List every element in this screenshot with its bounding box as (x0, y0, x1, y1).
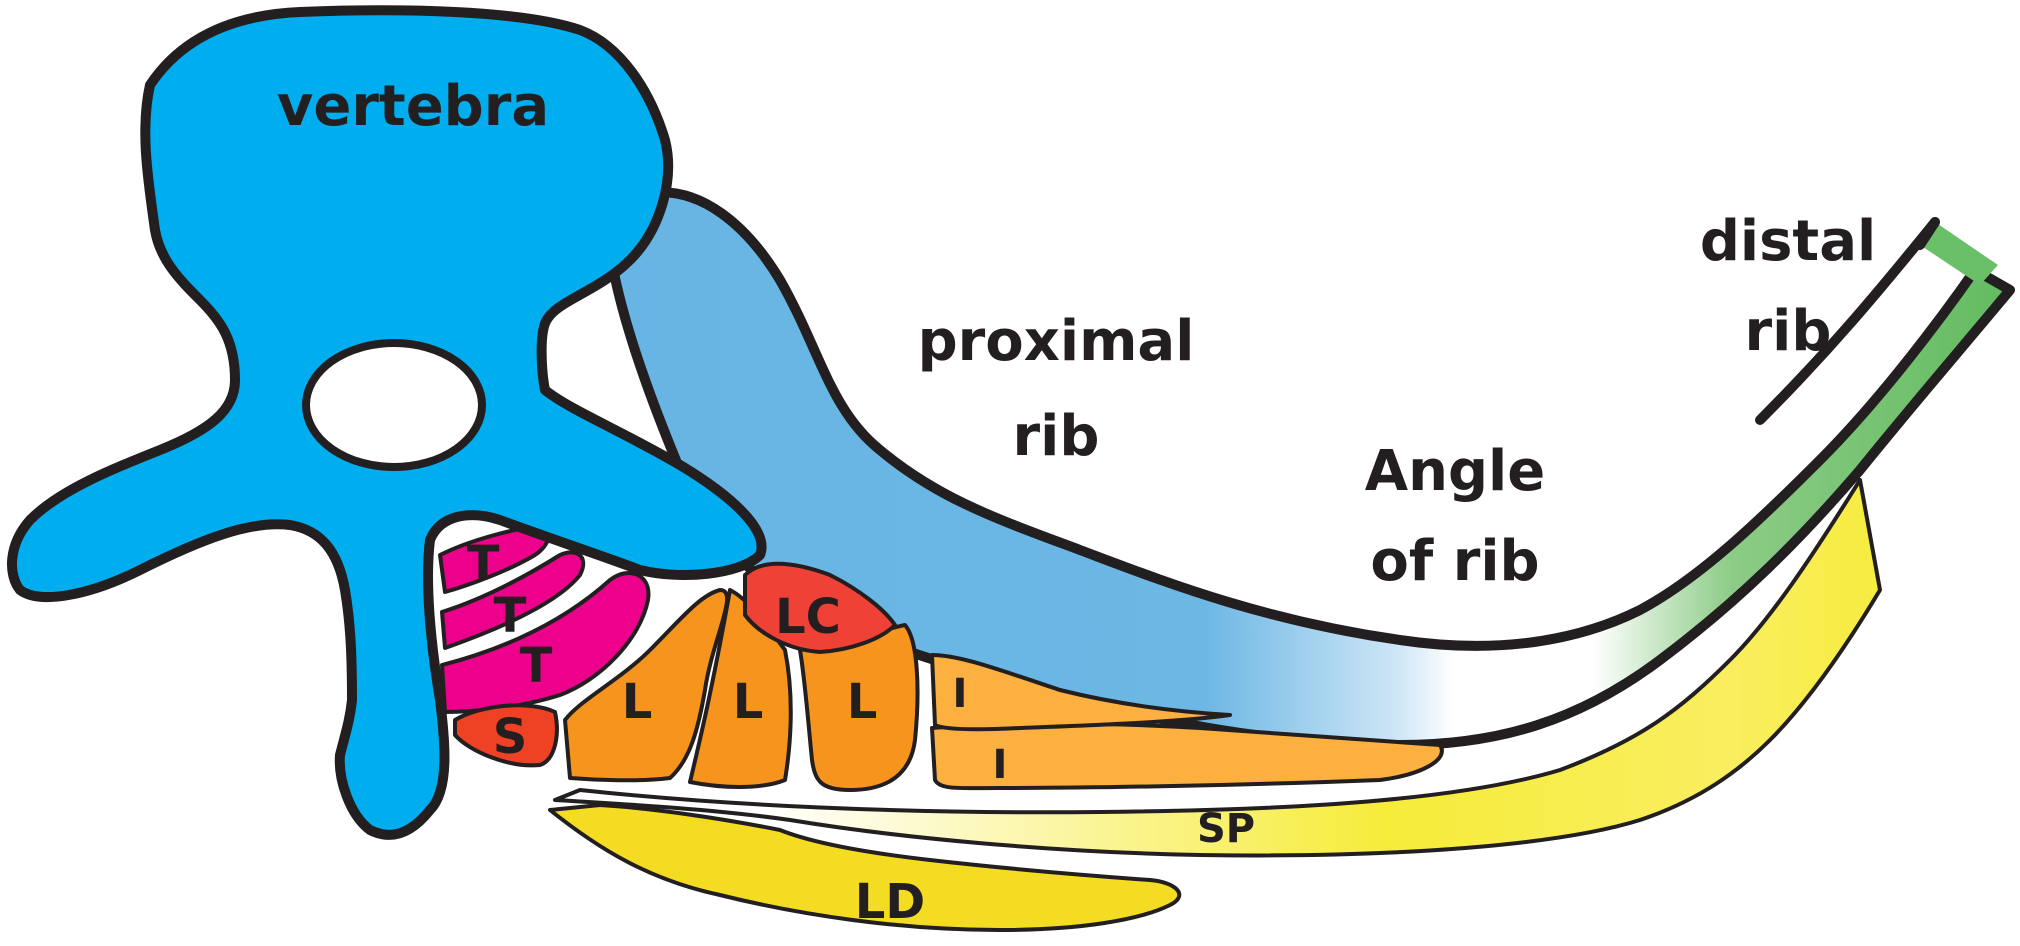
label-muscle-sp: SP (1197, 806, 1255, 852)
transversospinalis-muscle-2 (440, 550, 586, 650)
distal-rib-tip (1920, 222, 1998, 285)
label-angle-of-rib-line1: Angle (1365, 439, 1545, 504)
semispinalis-muscle (453, 703, 559, 768)
label-muscle-l3: L (847, 674, 878, 730)
serratus-posterior-muscle (553, 478, 1882, 858)
latissimus-dorsi-muscle (548, 803, 1182, 932)
label-muscle-l1: L (622, 674, 653, 730)
label-muscle-ld: LD (855, 874, 925, 930)
iliocostalis-muscle-upper (930, 653, 1232, 732)
label-muscle-s: S (493, 709, 528, 765)
label-muscle-i2: I (993, 742, 1008, 788)
label-distal-rib-line1: distal (1700, 209, 1876, 274)
label-vertebra: vertebra (277, 74, 549, 139)
label-muscle-l2: L (733, 674, 764, 730)
label-muscle-t3: T (520, 638, 553, 694)
label-muscle-t2: T (494, 588, 527, 644)
label-proximal-rib-line2: rib (1013, 404, 1100, 469)
label-angle-of-rib-line2: of rib (1370, 529, 1539, 594)
label-distal-rib-line2: rib (1745, 299, 1832, 364)
label-muscle-t1: T (467, 536, 500, 592)
label-muscle-lc: LC (775, 589, 841, 645)
vertebral-foramen (302, 339, 486, 471)
longissimus-capitis-muscle (743, 561, 897, 654)
label-muscle-i1: I (953, 671, 968, 717)
longissimus-muscle-1 (563, 588, 730, 783)
label-proximal-rib-line1: proximal (918, 309, 1195, 374)
